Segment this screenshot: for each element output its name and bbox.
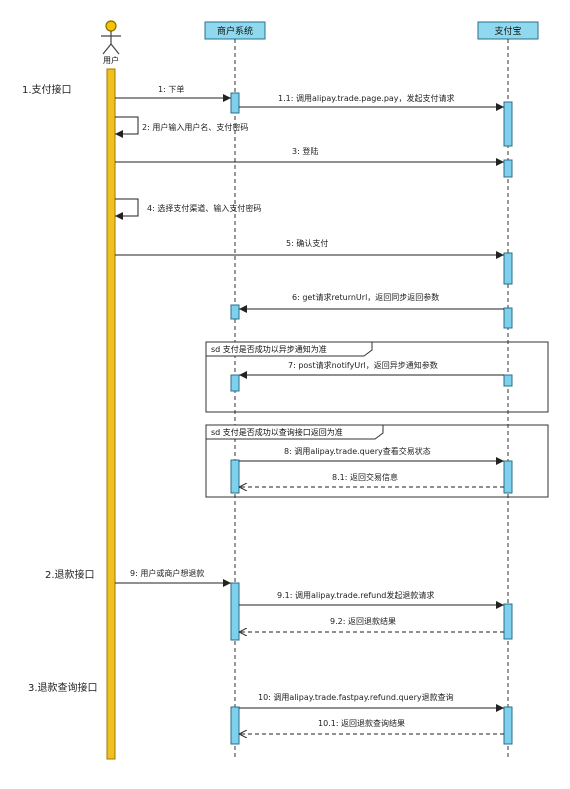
message-8-1-label: 8.1: 返回交易信息 [332, 472, 398, 482]
alipay-activation [503, 374, 513, 387]
participant-alipay-label: 支付宝 [494, 25, 521, 37]
message-7: 7: post请求notifyUrl，返回异步通知参数 [239, 360, 504, 379]
message-9-1: 9.1: 调用alipay.trade.refund发起退款请求 [239, 590, 504, 609]
alipay-activation [503, 460, 513, 494]
alipay-activation [503, 603, 513, 640]
message-4: 4: 选择支付渠道、输入支付密码 [115, 198, 261, 220]
message-9-2: 9.2: 返回退款结果 [239, 616, 504, 632]
message-8-1: 8.1: 返回交易信息 [239, 472, 504, 487]
merchant-activation [230, 459, 240, 494]
alipay-activation [503, 159, 513, 178]
message-2: 2: 用户输入用户名、支付密码 [115, 116, 248, 138]
message-3-label: 3: 登陆 [292, 146, 318, 156]
message-9-1-label: 9.1: 调用alipay.trade.refund发起退款请求 [277, 590, 434, 600]
frame-query: sd 支付是否成功以查询接口返回为准 [205, 424, 549, 498]
message-1-1-label: 1.1: 调用alipay.trade.page.pay，发起支付请求 [278, 93, 455, 103]
message-6: 6: get请求returnUrl，返回同步返回参数 [239, 292, 504, 313]
message-2-label: 2: 用户输入用户名、支付密码 [142, 122, 248, 132]
message-1: 1: 下单 [115, 84, 231, 102]
message-10: 10: 调用alipay.trade.fastpay.refund.query退… [239, 692, 504, 712]
participant-alipay: 支付宝 [477, 21, 539, 40]
message-10-label: 10: 调用alipay.trade.fastpay.refund.query退… [258, 692, 454, 702]
message-10-1: 10.1: 返回退款查询结果 [239, 718, 504, 734]
merchant-activation [230, 304, 240, 320]
alipay-activation [503, 252, 513, 285]
message-9-label: 9: 用户或商户想退款 [130, 568, 204, 578]
user-actor-icon [101, 20, 121, 55]
merchant-activation [230, 582, 240, 641]
section-pay-label: 1.支付接口 [22, 83, 72, 96]
message-5-label: 5: 确认支付 [286, 238, 328, 248]
message-10-1-label: 10.1: 返回退款查询结果 [318, 718, 405, 728]
section-refund-query-label: 3.退款查询接口 [28, 681, 98, 694]
message-5: 5: 确认支付 [115, 238, 504, 259]
frame-query-label: sd 支付是否成功以查询接口返回为准 [211, 427, 343, 437]
alipay-activation [503, 307, 513, 329]
message-9: 9: 用户或商户想退款 [115, 568, 231, 587]
alipay-activation [503, 101, 513, 147]
user-actor-label: 用户 [103, 55, 119, 65]
message-3: 3: 登陆 [115, 146, 504, 166]
frame-async-label: sd 支付是否成功以异步通知为准 [211, 344, 327, 354]
message-9-2-label: 9.2: 返回退款结果 [330, 616, 396, 626]
participant-merchant: 商户系统 [204, 21, 266, 40]
message-6-label: 6: get请求returnUrl，返回同步返回参数 [292, 292, 439, 302]
message-8: 8: 调用alipay.trade.query查看交易状态 [239, 446, 504, 465]
user-lifeline-bar [106, 68, 116, 760]
section-refund-label: 2.退款接口 [45, 568, 95, 581]
frame-async: sd 支付是否成功以异步通知为准 [205, 341, 549, 413]
merchant-activation [230, 374, 240, 392]
message-1-label: 1: 下单 [158, 84, 184, 94]
message-4-label: 4: 选择支付渠道、输入支付密码 [147, 203, 261, 213]
merchant-activation [230, 92, 240, 114]
participant-merchant-label: 商户系统 [217, 25, 253, 37]
message-8-label: 8: 调用alipay.trade.query查看交易状态 [284, 446, 431, 456]
message-7-label: 7: post请求notifyUrl，返回异步通知参数 [288, 360, 438, 370]
alipay-activation [503, 706, 513, 745]
merchant-activation [230, 706, 240, 745]
message-1-1: 1.1: 调用alipay.trade.page.pay，发起支付请求 [239, 93, 504, 111]
